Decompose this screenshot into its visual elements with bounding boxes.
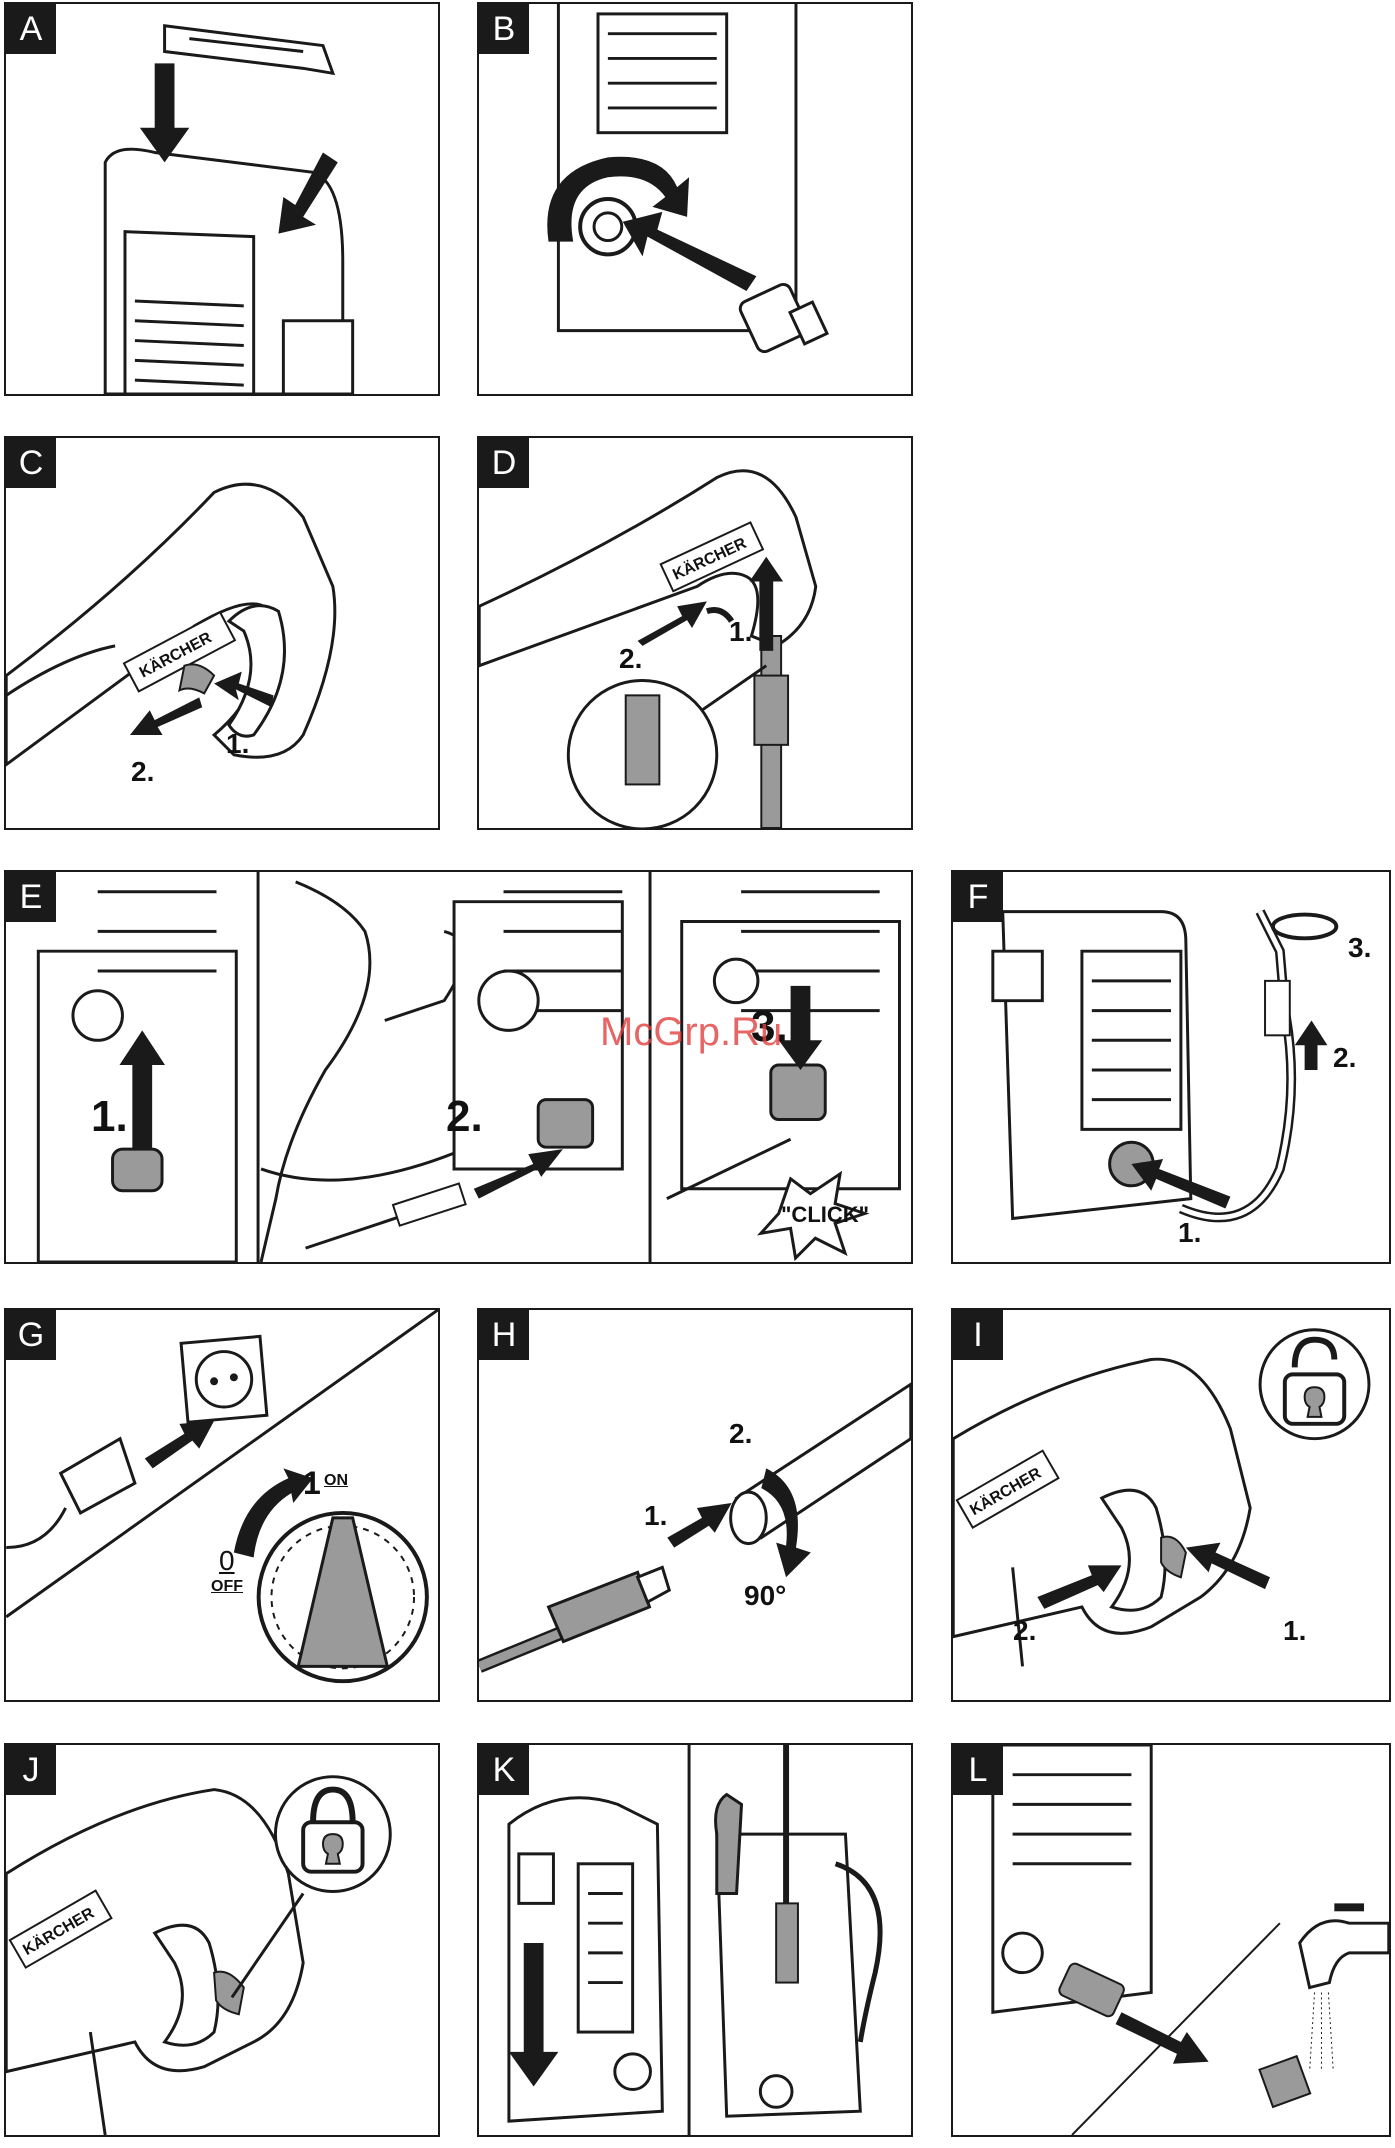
watermark: McGrp.Ru [600, 1010, 782, 1055]
illustration-storage [479, 1745, 911, 2135]
panel-b: B [477, 2, 913, 396]
step-label-1: 1. [1283, 1615, 1306, 1647]
step-label-2: 2. [1013, 1615, 1036, 1647]
illustration-plug-and-switch [6, 1310, 438, 1700]
panel-letter: L [953, 1745, 1003, 1795]
panel-letter: C [6, 438, 56, 488]
step-label-1: 1. [729, 616, 752, 648]
switch-on-number: 1 [303, 1465, 321, 1502]
switch-on-label: ON [324, 1472, 348, 1490]
panel-i: I KÄRCHER 1. 2. [951, 1308, 1391, 1702]
panel-k: K [477, 1743, 913, 2137]
step-label-2: 2. [131, 756, 154, 788]
panel-d: D KÄRCHER 1. 2. [477, 436, 913, 830]
step-label-1: 1. [226, 728, 249, 760]
step-label-1: 1. [91, 1092, 128, 1142]
step-label-2: 2. [1333, 1042, 1356, 1074]
panel-letter: B [479, 4, 529, 54]
panel-letter: D [479, 438, 529, 488]
panel-j: J KÄRCHER [4, 1743, 440, 2137]
illustration-device-top-clip [6, 4, 438, 394]
panel-letter: G [6, 1310, 56, 1360]
illustration-connect-water-supply [953, 872, 1389, 1262]
panel-h: H 1. 2. 90° [477, 1308, 913, 1702]
step-label-2: 2. [619, 643, 642, 675]
panel-g: G 1 ON 0 OFF [4, 1308, 440, 1702]
illustration-nozzle-rotate [479, 1310, 911, 1700]
panel-letter: I [953, 1310, 1003, 1360]
panel-c: C KÄRCHER 1. 2. [4, 436, 440, 830]
illustration-hose-clip [6, 872, 911, 1262]
panel-f: F 1. 2. 3. [951, 870, 1391, 1264]
illustration-gun-release-lance: KÄRCHER [6, 438, 438, 828]
step-label-3: 3. [1348, 932, 1371, 964]
click-label: "CLICK" [781, 1202, 869, 1228]
step-label-2: 2. [446, 1092, 483, 1142]
panel-e: E 1. 2. 3. "CLICK" [4, 870, 913, 1264]
panel-letter: J [6, 1745, 56, 1795]
illustration-trigger-locked: KÄRCHER [6, 1745, 438, 2135]
rotation-angle-label: 90° [744, 1580, 786, 1612]
step-label-1: 1. [644, 1500, 667, 1532]
illustration-clean-filter [953, 1745, 1389, 2135]
panel-l: L [951, 1743, 1391, 2137]
panel-letter: F [953, 872, 1003, 922]
panel-a: A [4, 2, 440, 396]
step-label-2: 2. [729, 1418, 752, 1450]
illustration-insert-lance: KÄRCHER [479, 438, 911, 828]
illustration-connect-hose-coupling [479, 4, 911, 394]
step-label-1: 1. [1178, 1217, 1201, 1249]
switch-off-number: 0 [219, 1545, 235, 1577]
panel-letter: K [479, 1745, 529, 1795]
panel-letter: A [6, 4, 56, 54]
panel-letter: E [6, 872, 56, 922]
switch-off-label: OFF [211, 1578, 243, 1596]
panel-letter: H [479, 1310, 529, 1360]
